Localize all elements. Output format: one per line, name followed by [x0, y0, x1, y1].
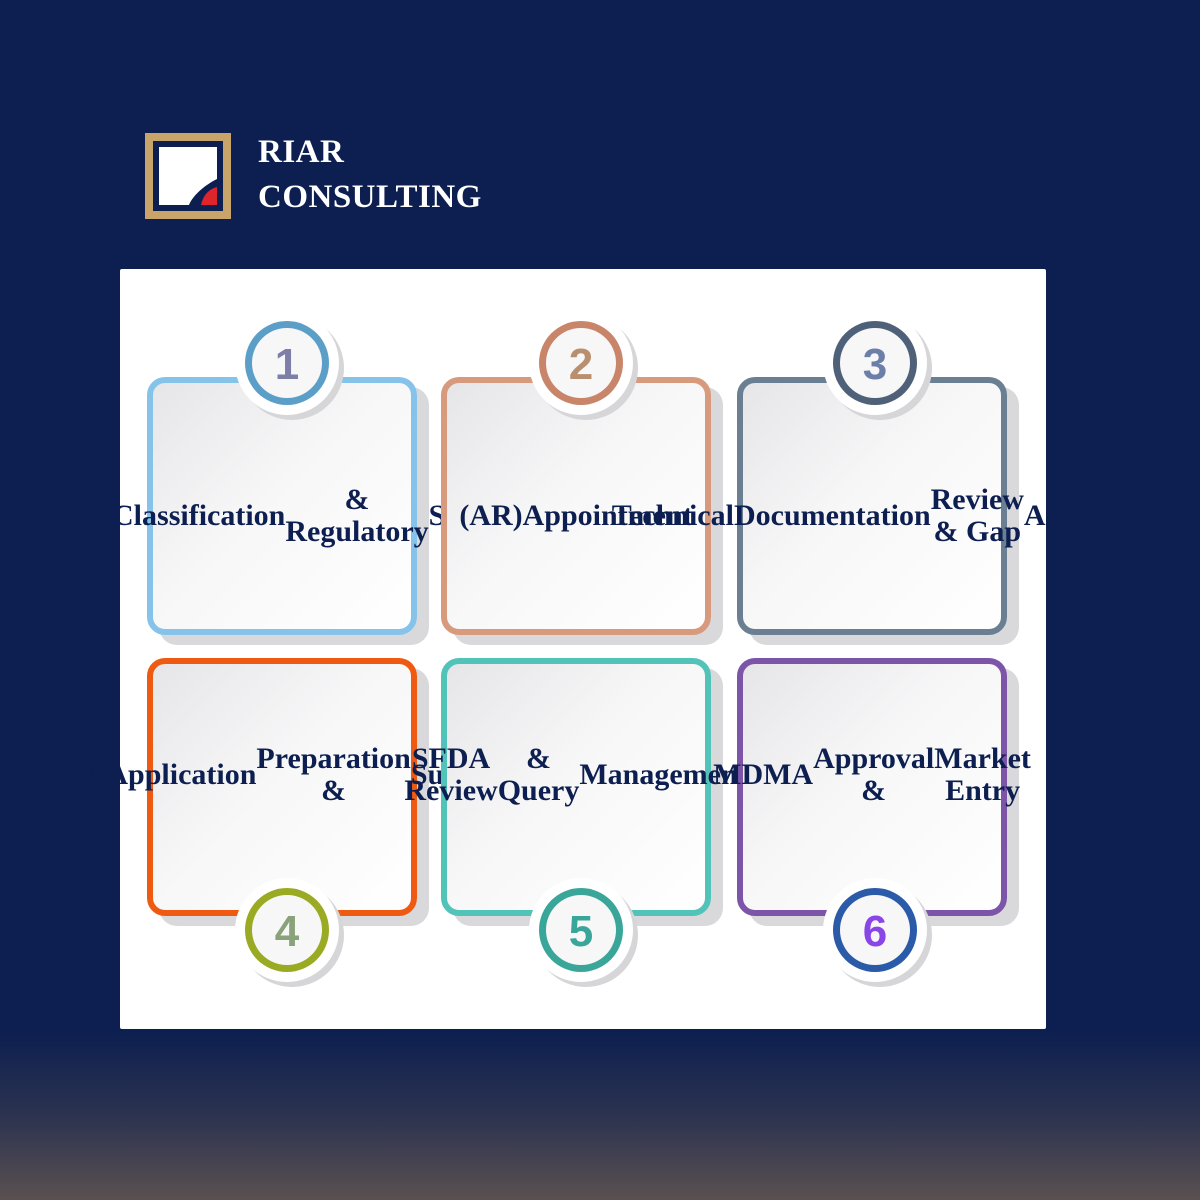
step-title-line: Classification [112, 499, 286, 532]
step-number: 1 [275, 340, 299, 389]
step-title-line: Management [579, 758, 748, 791]
step-title-line: & Query [497, 742, 580, 807]
step-title-line: & Regulatory [285, 483, 429, 548]
step-number: 4 [275, 907, 300, 956]
step-title-line: Application [106, 758, 257, 791]
brand-line-1: RIAR [258, 134, 345, 170]
step-number-badge-1: 1 [235, 311, 344, 420]
step-title-line: Review & Gap [930, 483, 1024, 548]
step-title-line: Market Entry [934, 742, 1031, 807]
step-title-line: (AR) [459, 499, 523, 532]
step-title-line: SFDA Review [404, 742, 498, 807]
step-title-line: MDMA [6, 758, 107, 791]
step-number: 6 [863, 907, 887, 956]
step-number: 2 [569, 340, 593, 389]
step-title-line: Preparation & [256, 742, 411, 807]
riar-logo [145, 133, 231, 219]
step-title: (AR)Appointment [455, 383, 697, 629]
step-title-line: Device [27, 499, 113, 532]
step-number-badge-5: 5 [529, 878, 638, 987]
step-title-line: Analysis [1023, 499, 1133, 532]
step-number-badge-6: 6 [823, 878, 932, 987]
step-number-badge-3: 3 [823, 311, 932, 420]
step-number: 5 [569, 907, 593, 956]
step-number-badge-2: 2 [529, 311, 638, 420]
step-number: 3 [863, 340, 887, 389]
step-title-line: Appointment [522, 499, 693, 532]
brand-name: RIAR CONSULTING [258, 130, 482, 220]
step-title-line: MDMA [713, 758, 814, 791]
step-title-line: Documentation [733, 499, 931, 532]
step-title-line: Approval & [813, 742, 935, 807]
step-number-badge-4: 4 [235, 878, 344, 987]
step-title-line: Technical [611, 499, 734, 532]
brand-line-2: CONSULTING [258, 179, 482, 215]
